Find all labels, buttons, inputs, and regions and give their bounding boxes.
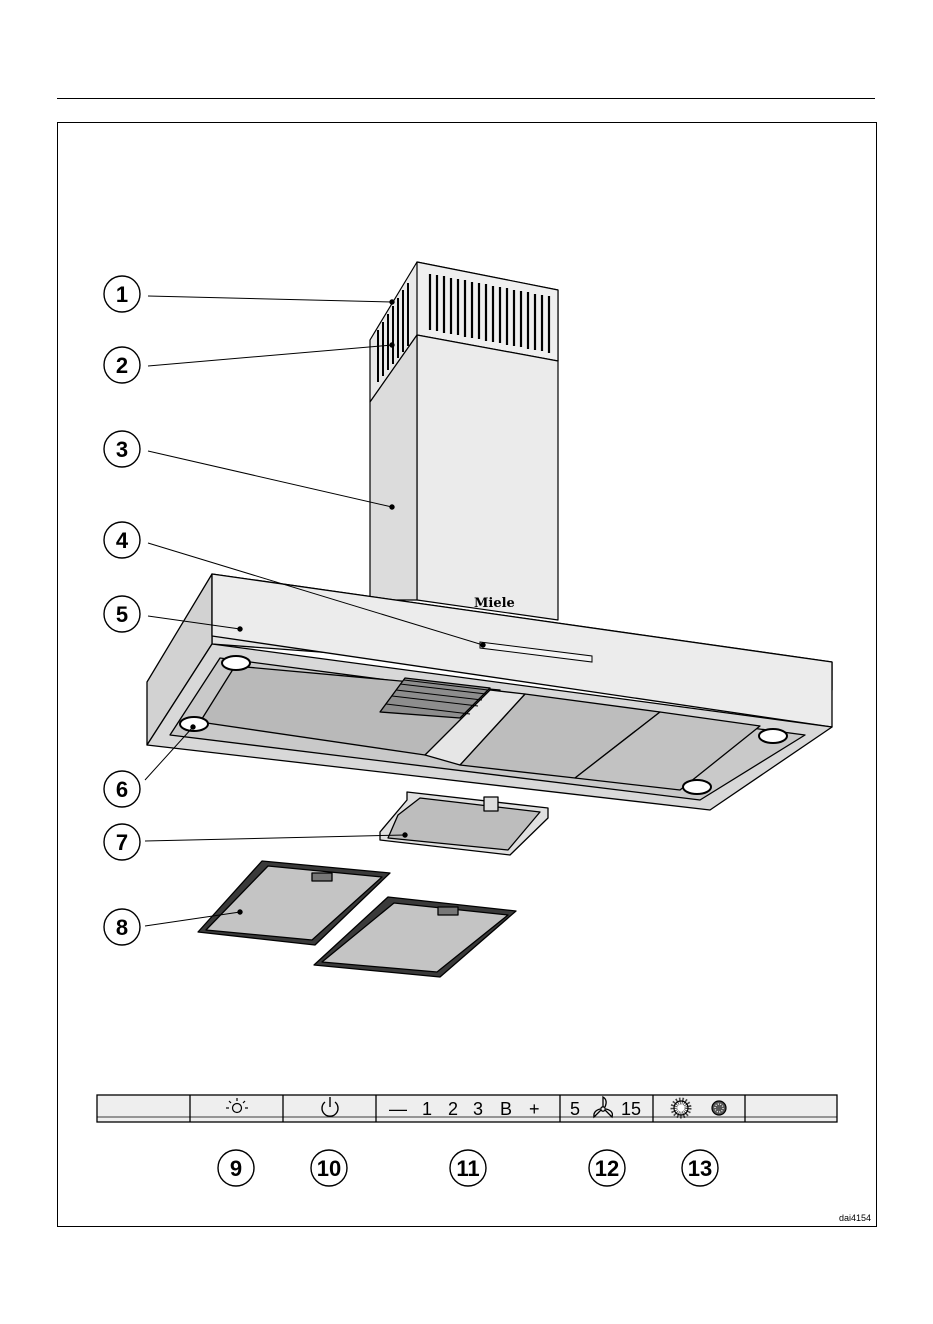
timer-5-label[interactable]: 5: [570, 1099, 580, 1119]
filter-charcoal-icon[interactable]: [712, 1101, 726, 1115]
filter-grease-icon[interactable]: [674, 1101, 688, 1115]
callout-number: 12: [595, 1156, 619, 1181]
callout-number: 3: [116, 437, 128, 462]
callout: 11: [450, 1150, 486, 1186]
callout: 3: [104, 431, 140, 467]
callout: 4: [104, 522, 140, 558]
callout: 7: [104, 824, 140, 860]
callout-number: 13: [688, 1156, 712, 1181]
callout-number: 6: [116, 777, 128, 802]
callout: 6: [104, 771, 140, 807]
figure-reference: dai4154: [839, 1213, 871, 1223]
callout-number: 9: [230, 1156, 242, 1181]
hood-light: [683, 780, 711, 794]
callout-number: 5: [116, 602, 128, 627]
callout-number: 8: [116, 915, 128, 940]
callout: 12: [589, 1150, 625, 1186]
callout: 2: [104, 347, 140, 383]
hood-light: [759, 729, 787, 743]
callout: 13: [682, 1150, 718, 1186]
fan-level-1[interactable]: 1: [422, 1099, 432, 1119]
callout-number: 1: [116, 282, 128, 307]
callout-number: 11: [456, 1156, 479, 1181]
callout-number: 10: [317, 1156, 341, 1181]
callout: 8: [104, 909, 140, 945]
callout: 9: [218, 1150, 254, 1186]
callout-number: 4: [116, 528, 129, 553]
callout: 5: [104, 596, 140, 632]
fan-level-3[interactable]: 3: [473, 1099, 483, 1119]
hood-light: [222, 656, 250, 670]
fan-level-booster[interactable]: B: [500, 1099, 512, 1119]
timer-15-label[interactable]: 15: [621, 1099, 641, 1119]
callout-number: 2: [116, 353, 128, 378]
callout-number: 7: [116, 830, 128, 855]
fan-minus-button[interactable]: —: [389, 1099, 407, 1119]
callout: 1: [104, 276, 140, 312]
fan-level-2[interactable]: 2: [448, 1099, 458, 1119]
callout: 10: [311, 1150, 347, 1186]
fan-plus-button[interactable]: +: [529, 1099, 540, 1119]
charcoal-filter: [380, 792, 548, 855]
brand-logo: Miele: [474, 596, 515, 611]
